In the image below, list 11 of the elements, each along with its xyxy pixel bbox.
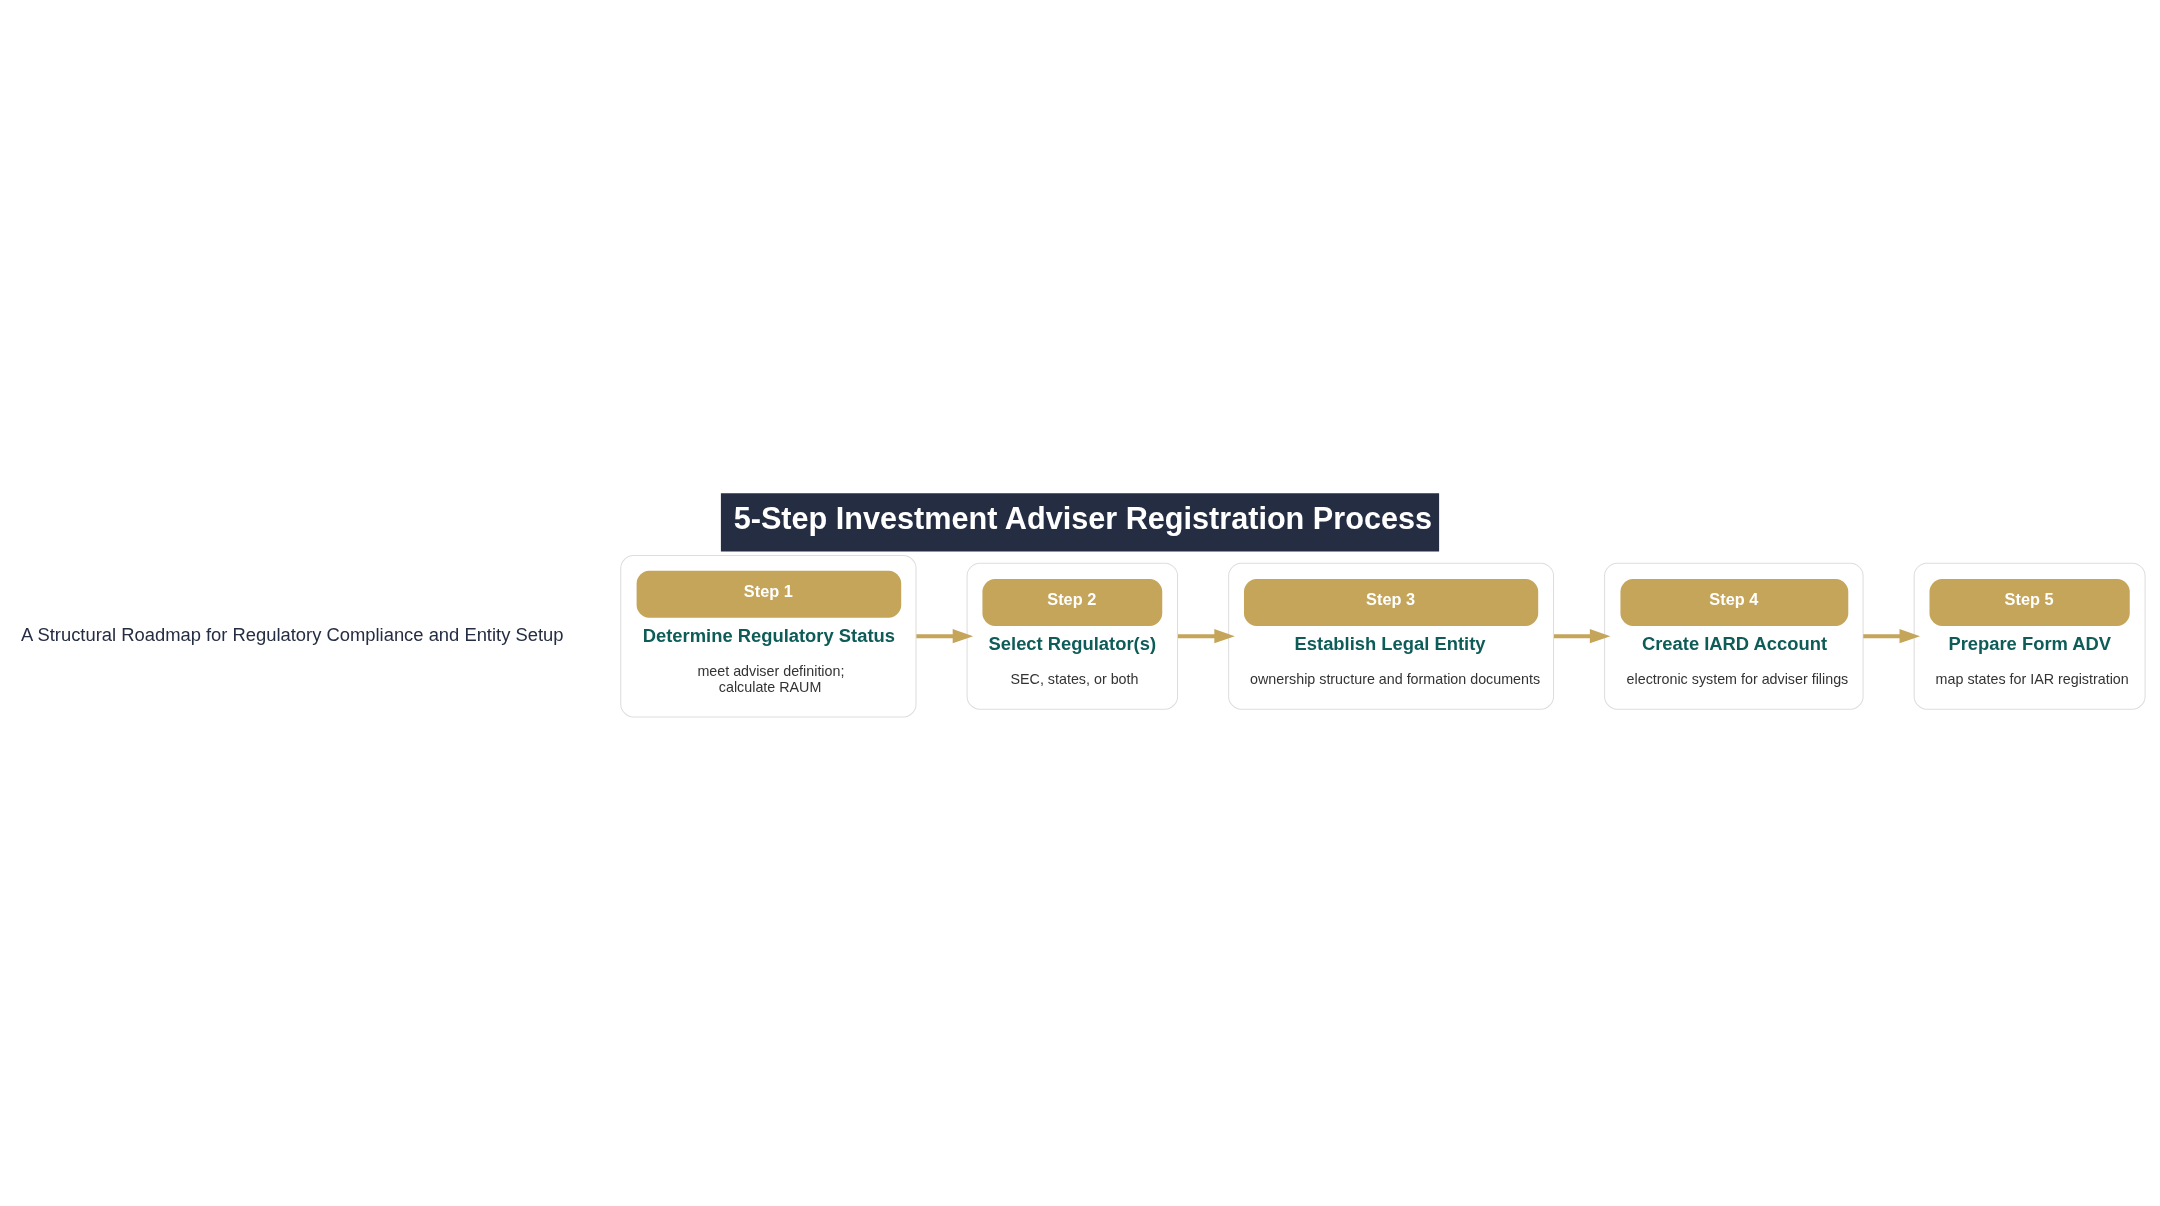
label: A Structural Roadmap for Regulatory Compliance and Entity Setup bbox=[21, 623, 564, 645]
arrow bbox=[1554, 629, 1611, 644]
arrow bbox=[1863, 629, 1921, 644]
node-box: Step 3 Establish Legal Entity ownership structure and formation documents bbox=[1228, 562, 1555, 710]
node-box: Step 2 Select Regulator(s) SEC, states, or both bbox=[966, 562, 1179, 710]
node-box: Step 5 Prepare Form ADV map states for IAR registration bbox=[1913, 562, 2146, 710]
arrow bbox=[1177, 629, 1235, 644]
diagram-title: 5-Step Investment Adviser Registration Process bbox=[733, 501, 1433, 536]
arrow bbox=[916, 629, 974, 644]
node-box: Step 4 Create IARD Account electronic system for adviser filings bbox=[1604, 562, 1864, 710]
node-box: Step 1 Determine Regulatory Status meet adviser definition; calculate RAUM bbox=[620, 555, 917, 718]
